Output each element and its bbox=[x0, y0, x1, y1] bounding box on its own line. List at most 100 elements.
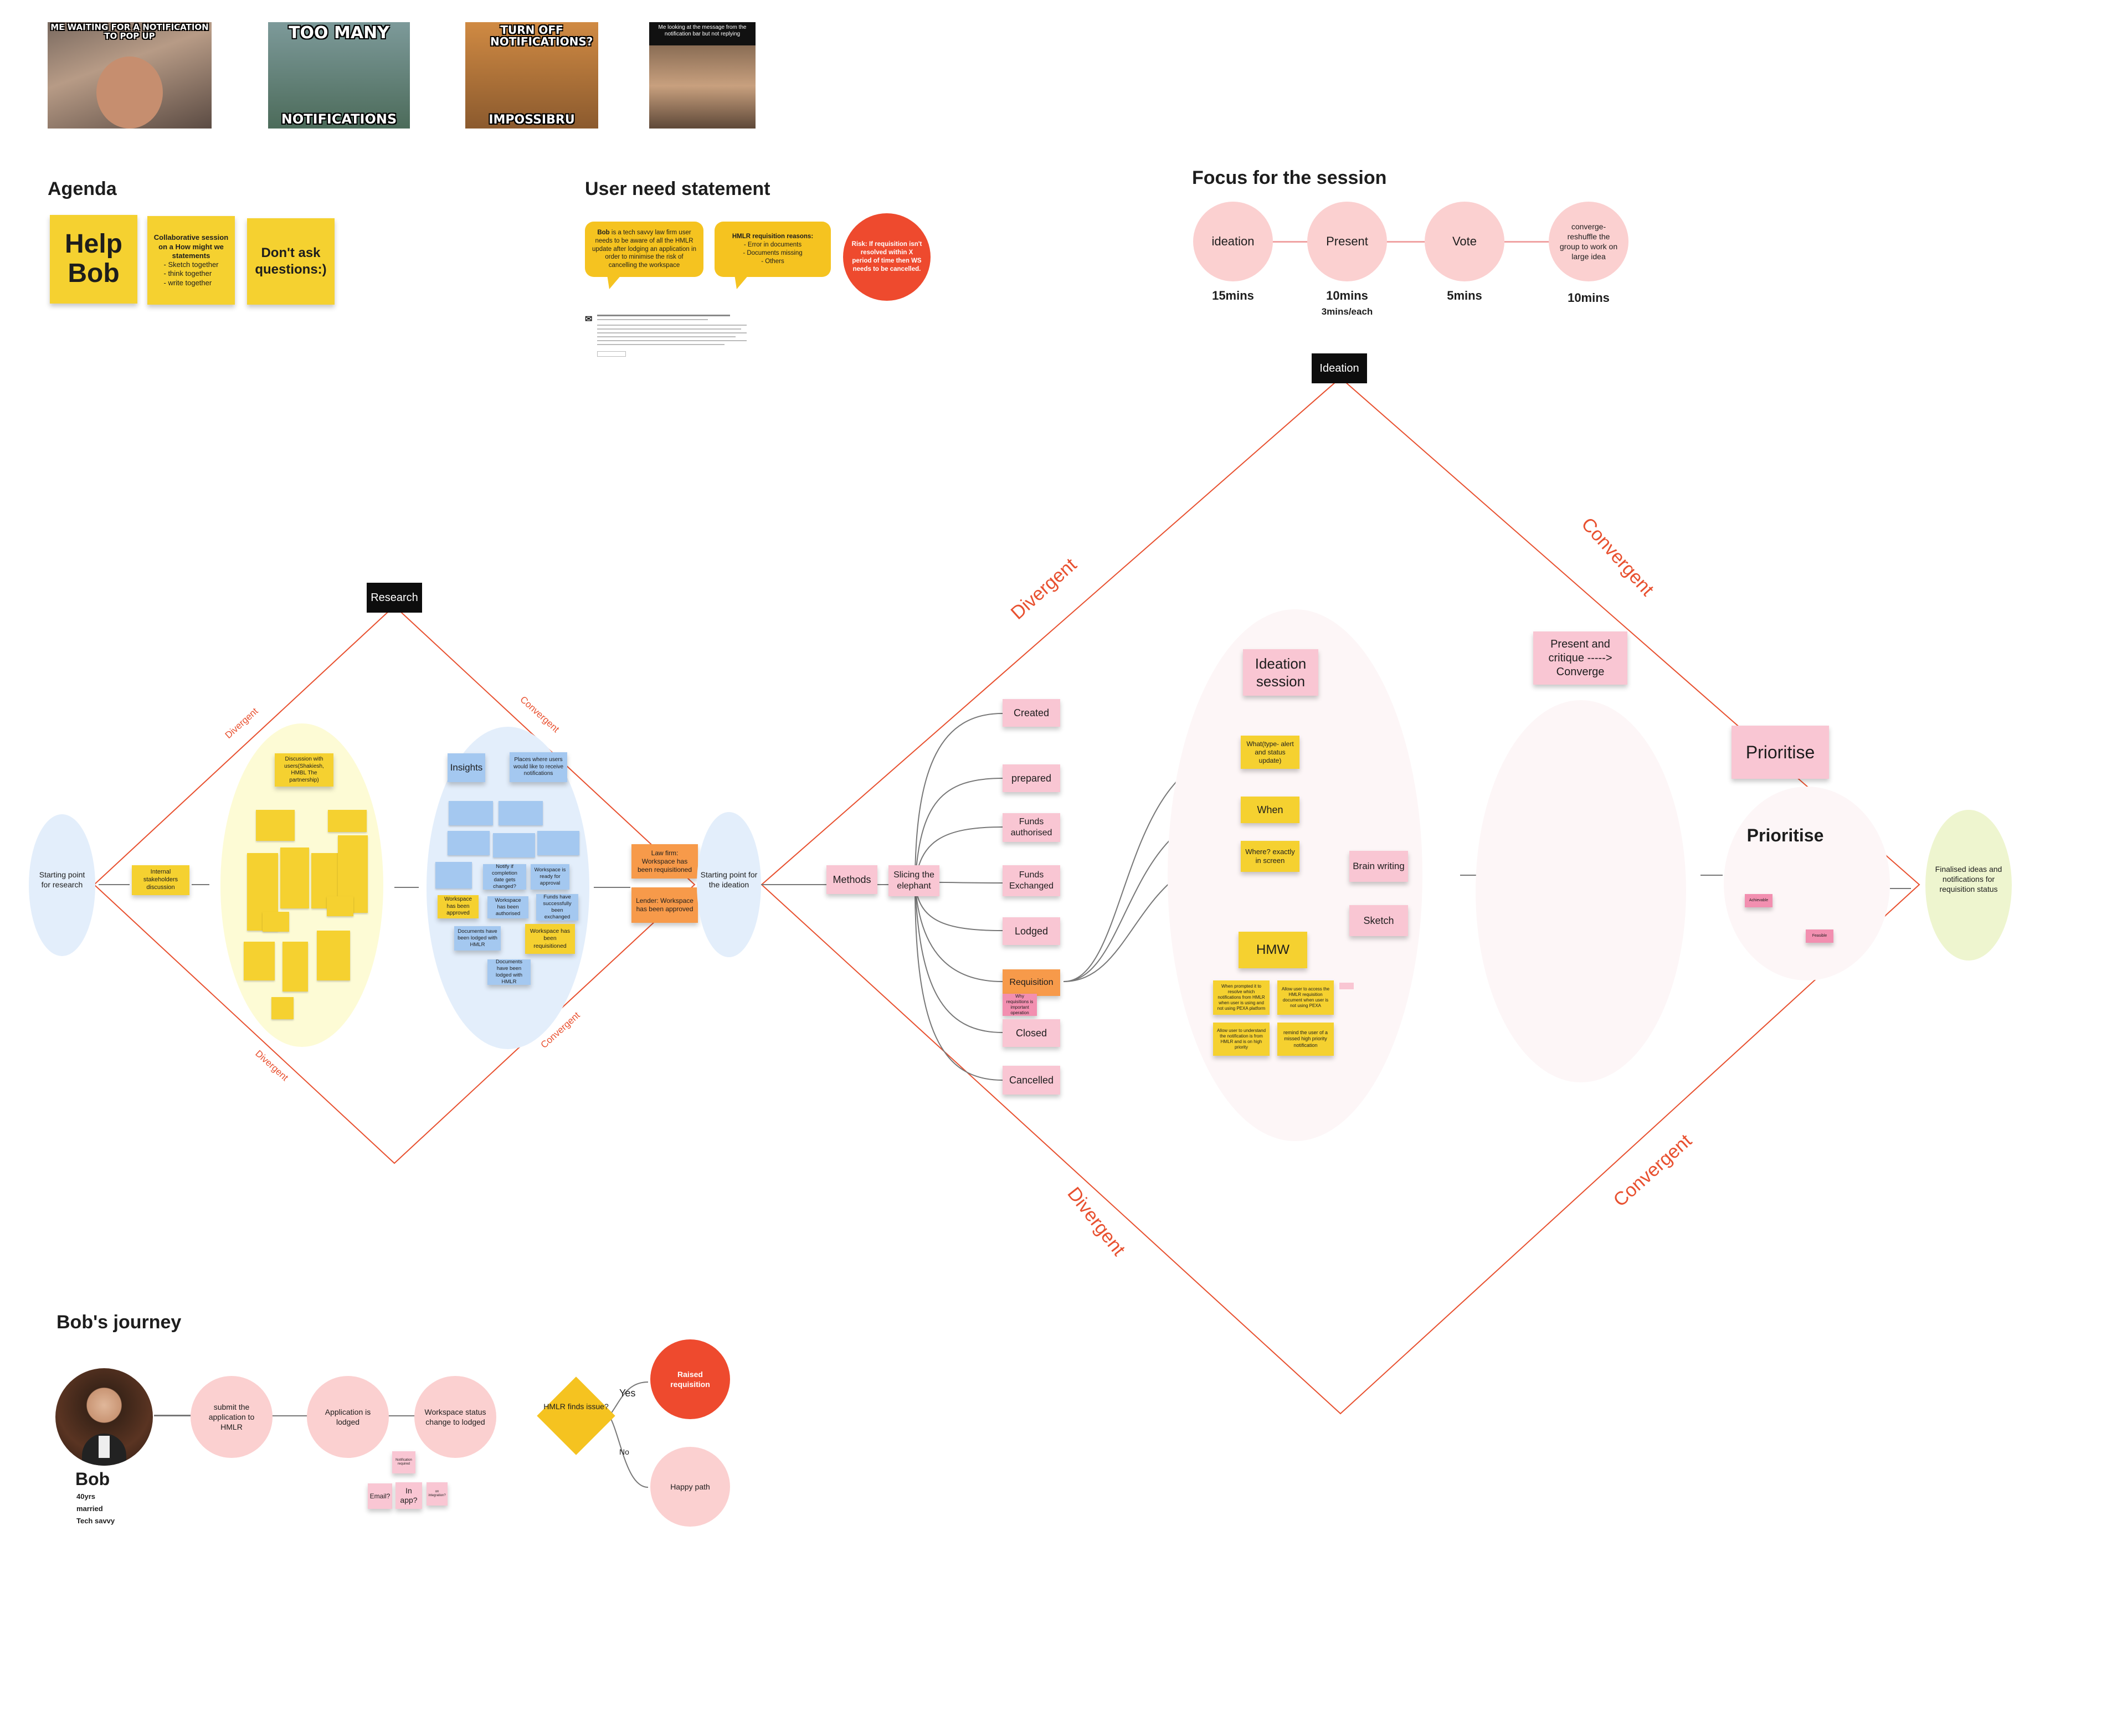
stage-prepared[interactable]: prepared bbox=[1003, 764, 1060, 792]
meme-caption-top: Me looking at the message from the notif… bbox=[658, 24, 747, 37]
slicing-sticky[interactable]: Slicing the elephant bbox=[888, 865, 939, 896]
research-tag: Research bbox=[367, 583, 422, 613]
user-need-bubble[interactable]: Bob is a tech savvy law firm user needs … bbox=[585, 222, 703, 277]
meme-waiting-notification: ME WAITING FOR A NOTIFICATION TO POP UP bbox=[48, 22, 212, 129]
stage-cancelled[interactable]: Cancelled bbox=[1003, 1066, 1060, 1095]
collaborative-session-sticky[interactable]: Collaborative session on a How might we … bbox=[147, 216, 235, 305]
bob-status: married bbox=[76, 1504, 103, 1513]
funds-exchanged-sticky[interactable]: Funds have successfully been exchanged bbox=[536, 894, 578, 921]
ideation-tag: Ideation bbox=[1312, 353, 1367, 383]
focus-step-vote[interactable]: Vote bbox=[1425, 202, 1504, 281]
prioritise-sticky[interactable]: Prioritise bbox=[1732, 726, 1829, 779]
stage-created[interactable]: Created bbox=[1003, 699, 1060, 727]
lender-sticky[interactable]: Lender: Workspace has been approved bbox=[631, 887, 698, 923]
focus-title: Focus for the session bbox=[1192, 167, 1387, 188]
meme-impossibru: TURN OFF NOTIFICATIONS? IMPOSSIBRU bbox=[465, 22, 598, 129]
bob-age: 40yrs bbox=[76, 1492, 95, 1501]
user-discussion-sticky[interactable]: Discussion with users(Shakiesh, HMBL The… bbox=[275, 753, 333, 787]
channel-integration[interactable]: on integration? bbox=[427, 1482, 448, 1506]
email-snippet: ✉ bbox=[585, 311, 751, 367]
feasible-sticky[interactable]: Feasible bbox=[1806, 929, 1833, 943]
stage-requisition[interactable]: Requisition bbox=[1003, 969, 1060, 996]
focus-step-present[interactable]: Present bbox=[1307, 202, 1387, 281]
lawfirm-sticky[interactable]: Law firm: Workspace has been requisition… bbox=[631, 844, 698, 879]
journey-ws-lodged[interactable]: Workspace status change to lodged bbox=[414, 1376, 496, 1458]
present-oval bbox=[1476, 700, 1686, 1082]
when-sticky[interactable]: When bbox=[1241, 797, 1299, 823]
ideation-start-oval bbox=[697, 812, 761, 957]
hmw-note-3[interactable]: Allow user to understand the notificatio… bbox=[1213, 1023, 1270, 1056]
raised-requisition[interactable]: Raised requisition bbox=[650, 1339, 730, 1419]
focus-time-vote: 5mins bbox=[1447, 289, 1482, 302]
meme-caption-bottom: NOTIFICATIONS bbox=[281, 111, 397, 127]
ws-approved-sticky[interactable]: Workspace has been approved bbox=[438, 895, 479, 918]
journey-submit[interactable]: submit the application to HMLR bbox=[191, 1376, 273, 1458]
finalised-label: Finalised ideas and notifications for re… bbox=[1935, 865, 2002, 894]
meme-looking-message: Me looking at the message from the notif… bbox=[649, 22, 756, 129]
meme-face bbox=[96, 57, 163, 129]
methods-sticky[interactable]: Methods bbox=[826, 865, 877, 894]
meme-too-many: TOO MANY NOTIFICATIONS bbox=[268, 22, 410, 129]
present-critique-sticky[interactable]: Present and critique -----> Converge bbox=[1533, 631, 1627, 685]
stage-lodged[interactable]: Lodged bbox=[1003, 917, 1060, 945]
bob-name: Bob bbox=[75, 1469, 110, 1489]
finalised-oval bbox=[1925, 810, 2012, 961]
where-sticky[interactable]: Where? exactly in screen bbox=[1241, 841, 1299, 872]
research-start-oval bbox=[29, 814, 95, 956]
ready-approval-sticky[interactable]: Workspace is ready for approval bbox=[531, 864, 569, 890]
stage-closed[interactable]: Closed bbox=[1003, 1019, 1060, 1047]
focus-step-ideation[interactable]: ideation bbox=[1193, 202, 1273, 281]
req-importance-sticky[interactable]: Why requisitions is important operation bbox=[1003, 994, 1037, 1016]
focus-sub-present: 3mins/each bbox=[1321, 306, 1373, 317]
brain-writing-sticky[interactable]: Brain writing bbox=[1349, 851, 1408, 882]
insights-sticky[interactable]: Insights bbox=[448, 753, 485, 782]
channel-email[interactable]: Email? bbox=[368, 1483, 392, 1509]
hmw-note-4[interactable]: remind the user of a missed high priorit… bbox=[1277, 1023, 1334, 1056]
docs-lodged-2-sticky[interactable]: Documents have been lodged with HMLR bbox=[487, 959, 531, 985]
what-sticky[interactable]: What(type- alert and status update) bbox=[1241, 736, 1299, 769]
dont-ask-sticky[interactable]: Don't ask questions:) bbox=[247, 218, 335, 305]
ws-authorised-sticky[interactable]: Workspace has been authorised bbox=[487, 896, 528, 918]
risk-circle[interactable]: Risk: If requisition isn't resolved with… bbox=[843, 213, 931, 301]
focus-time-present: 10mins bbox=[1326, 289, 1368, 302]
internal-stakeholders-sticky[interactable]: Internal stakeholders discussion bbox=[132, 865, 189, 895]
meme-caption-top: TURN OFF NOTIFICATIONS? bbox=[490, 23, 593, 48]
yes-label: Yes bbox=[619, 1388, 636, 1399]
meme-caption-top: ME WAITING FOR A NOTIFICATION TO POP UP bbox=[50, 22, 209, 41]
focus-step-converge[interactable]: converge- reshuffle the group to work on… bbox=[1549, 202, 1628, 281]
bubble-text: is a tech savvy law firm user needs to b… bbox=[592, 229, 696, 269]
research-start-label: Starting point for research bbox=[39, 870, 85, 890]
decision-diamond[interactable]: HMLR finds issue? bbox=[537, 1377, 615, 1455]
achievable-sticky[interactable]: Achievable bbox=[1745, 894, 1773, 907]
focus-time-converge: 10mins bbox=[1568, 291, 1610, 305]
decision-label: HMLR finds issue? bbox=[543, 1402, 609, 1411]
hmw-sticky[interactable]: HMW bbox=[1239, 932, 1307, 968]
completion-date-sticky[interactable]: Notify if completion date gets changed? bbox=[483, 864, 526, 890]
hmw-note-2[interactable]: Allow user to access the HMLR requisitio… bbox=[1277, 980, 1334, 1015]
help-bob-sticky[interactable]: Help Bob bbox=[50, 215, 137, 304]
user-need-title: User need statement bbox=[585, 178, 770, 199]
bubble-bold: HMLR requisition reasons: bbox=[732, 233, 814, 240]
ideation-start-label: Starting point for the ideation bbox=[700, 870, 758, 890]
stage-funds-exchanged[interactable]: Funds Exchanged bbox=[1003, 865, 1060, 896]
sketch-sticky[interactable]: Sketch bbox=[1349, 905, 1408, 936]
requisition-reasons-bubble[interactable]: HMLR requisition reasons: - Error in doc… bbox=[715, 222, 831, 277]
places-sticky[interactable]: Places where users would like to receive… bbox=[510, 752, 567, 782]
collab-title: Collaborative session on a How might we … bbox=[153, 233, 229, 260]
bubble-text: - Error in documents - Documents missing… bbox=[743, 242, 803, 265]
journey-lodged[interactable]: Application is lodged bbox=[307, 1376, 389, 1458]
ideation-session-sticky[interactable]: Ideation session bbox=[1243, 649, 1318, 696]
no-label: No bbox=[619, 1447, 629, 1456]
mail-icon: ✉ bbox=[585, 315, 593, 324]
happy-path[interactable]: Happy path bbox=[650, 1447, 730, 1527]
channel-required[interactable]: Notification required bbox=[392, 1451, 415, 1473]
docs-lodged-sticky[interactable]: Documents have been lodged with HMLR bbox=[454, 926, 501, 951]
hmw-note-1[interactable]: When prompted it to resolve which notifi… bbox=[1213, 980, 1270, 1015]
meme-caption-bottom: IMPOSSIBRU bbox=[489, 112, 575, 127]
ws-requisitioned-sticky[interactable]: Workspace has been requisitioned bbox=[525, 924, 575, 954]
bubble-tail bbox=[607, 275, 621, 289]
channel-in-app[interactable]: In app? bbox=[395, 1482, 422, 1509]
bob-avatar bbox=[55, 1368, 153, 1466]
stage-funds-authorised[interactable]: Funds authorised bbox=[1003, 813, 1060, 842]
bob-trait: Tech savvy bbox=[76, 1517, 115, 1525]
